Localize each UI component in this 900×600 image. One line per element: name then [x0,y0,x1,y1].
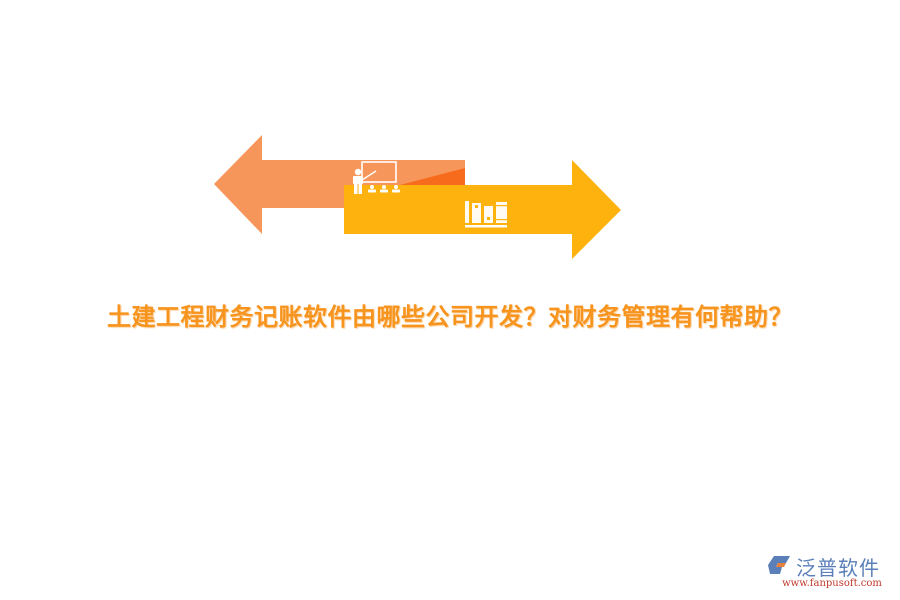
left-arrow-accent [400,168,465,185]
right-arrow-shape [344,160,621,259]
bookshelf-icon [465,201,507,228]
double-arrow-graphic [214,135,621,259]
teacher-presentation-icon [353,161,400,194]
logo-name: 泛普软件 [796,556,880,580]
left-arrow-shape [214,135,465,234]
logo-url[interactable]: www.fanpusoft.com [782,578,882,589]
fanpu-logo[interactable]: 泛普软件 www.fanpusoft.com [768,552,896,592]
fanpu-logo-mark-icon [768,556,790,574]
page-title: 土建工程财务记账软件由哪些公司开发？对财务管理有何帮助？ [107,302,793,331]
